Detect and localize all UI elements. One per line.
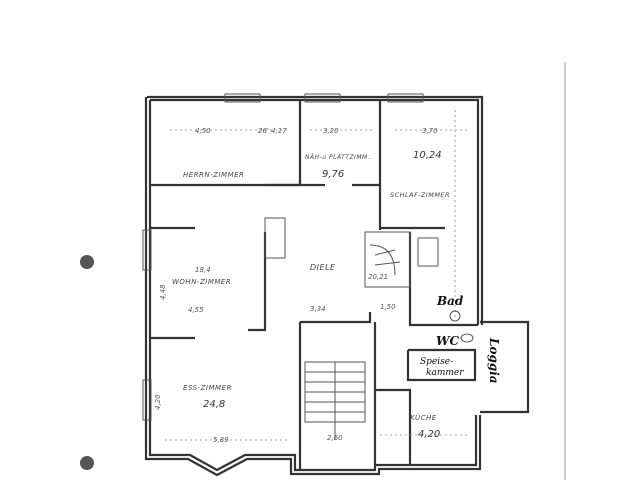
herren-zimmer-label: HERRN-ZIMMER xyxy=(183,171,244,179)
schlaf-area: 10,24 xyxy=(413,150,442,161)
kueche-dim-width: 4,20 xyxy=(418,429,440,440)
ess-dim-height: 4,20 xyxy=(154,394,162,410)
wc-toilet-icon xyxy=(460,333,474,343)
naeh-zimmer-label: NÄH-u PLÄTTZIMM. xyxy=(305,154,370,161)
speise-label-2: kammer xyxy=(426,368,464,378)
toilet-icon xyxy=(449,310,461,322)
dim-diele-width: 3,34 xyxy=(310,305,326,313)
loggia-label: Loggia xyxy=(487,337,501,384)
ess-area: 24,8 xyxy=(203,399,225,410)
speise-label-1: Speise- xyxy=(420,357,453,367)
diele-label: DIELE xyxy=(310,263,336,272)
wc-label: WC xyxy=(436,334,459,348)
herren-dim-note: 26' 4,17 xyxy=(258,127,287,135)
herren-dim-width: 4,50 xyxy=(195,127,211,135)
dim-diele: 20,21 xyxy=(368,273,388,281)
punch-hole xyxy=(80,456,94,470)
kueche-label: KÜCHE xyxy=(410,413,437,422)
naeh-dim-width: 3,20 xyxy=(323,127,339,135)
dim-hall: 1,50 xyxy=(380,303,396,311)
windows xyxy=(142,93,424,421)
dimension-lines xyxy=(165,110,470,441)
schlaf-dim-width: 3,70 xyxy=(422,127,438,135)
outer-walls xyxy=(144,95,530,477)
wohn-area-note: 18,4 xyxy=(195,266,211,274)
staircase xyxy=(304,244,401,440)
interior-walls xyxy=(150,100,478,470)
naeh-area: 9,76 xyxy=(322,169,344,180)
schlaf-zimmer-label: SCHLAF-ZIMMER xyxy=(390,191,450,199)
punch-hole xyxy=(80,255,94,269)
dim-wohn-height: 4,48 xyxy=(159,284,167,300)
bad-label: Bad xyxy=(436,294,464,308)
ess-zimmer-label: ESS-ZIMMER xyxy=(183,384,232,392)
wohn-dim: 4,55 xyxy=(188,306,204,314)
ess-dim-width: 5,89 xyxy=(213,436,229,444)
wohn-zimmer-label: WOHN-ZIMMER xyxy=(172,278,231,286)
stair-dim-width: 2,60 xyxy=(327,434,343,442)
